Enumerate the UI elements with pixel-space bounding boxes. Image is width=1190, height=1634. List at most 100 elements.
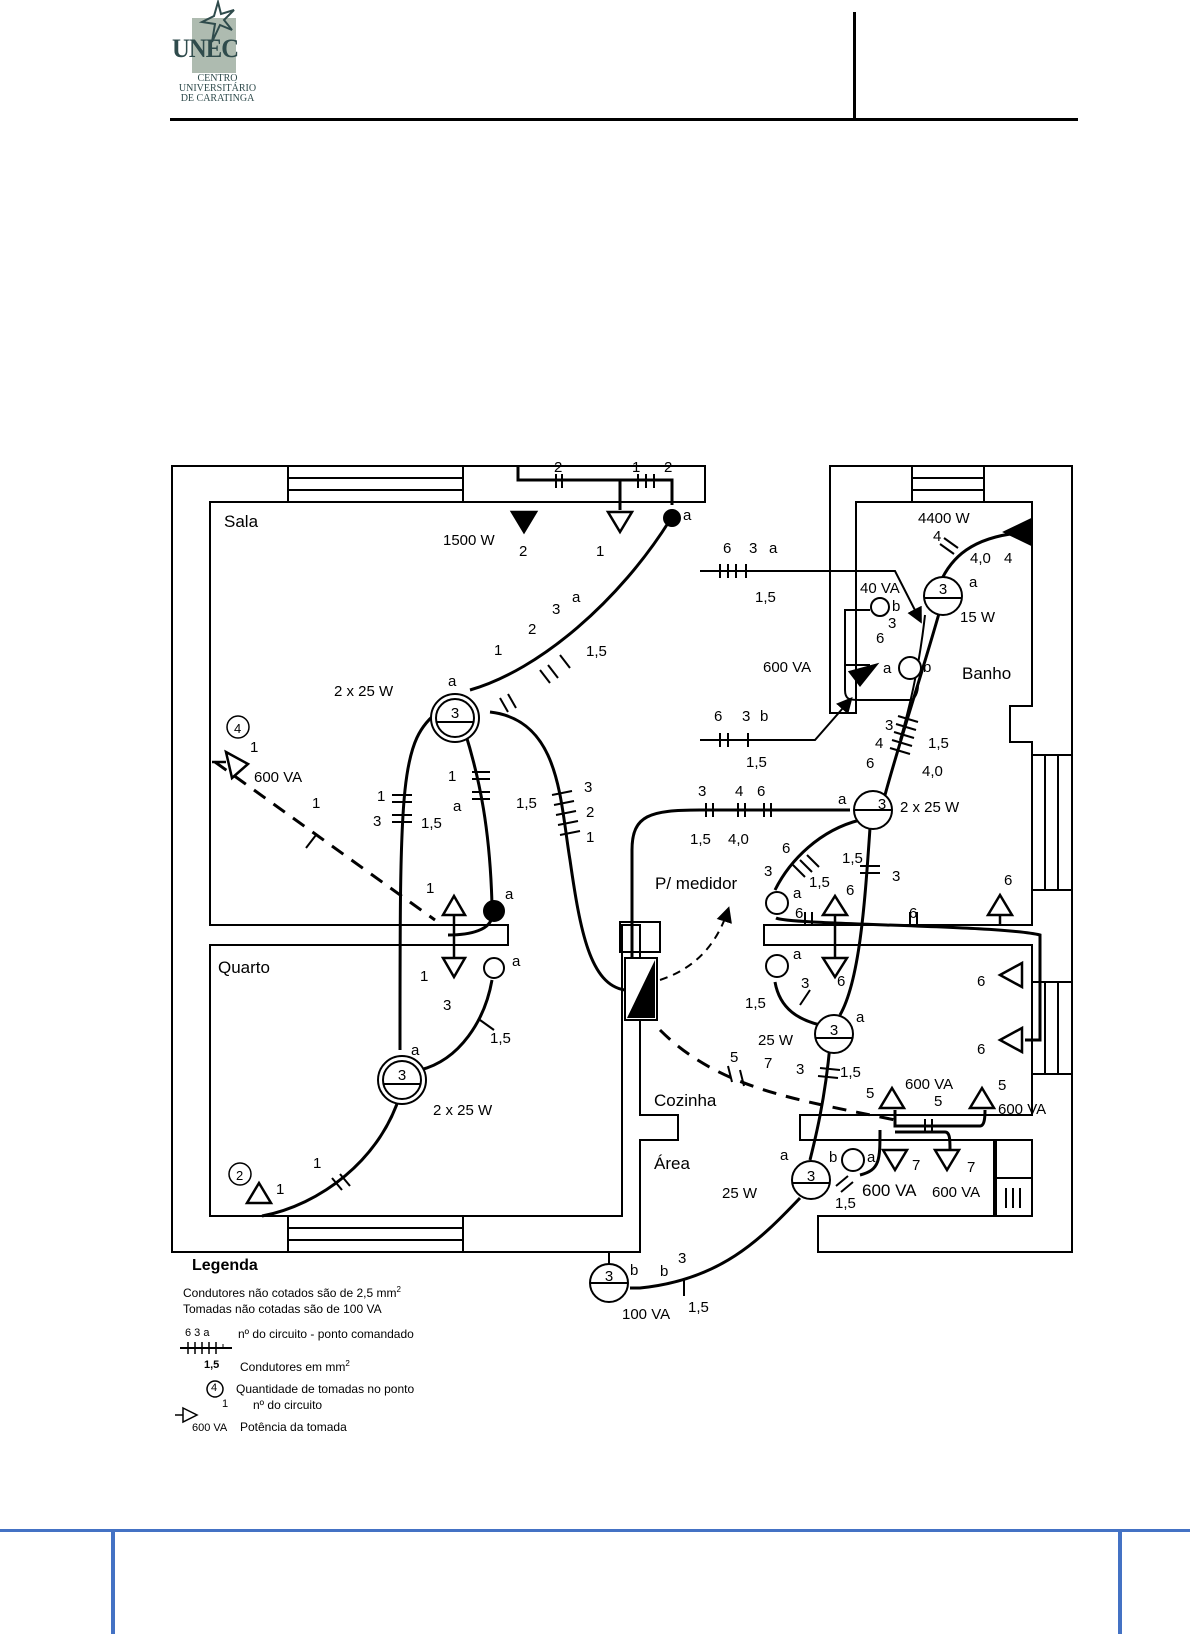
outlet-cozinha-side-2 (997, 1025, 1024, 1055)
outlet-stems (212, 760, 1002, 958)
lamp-point: a (780, 1147, 789, 1164)
lamp-point: a (448, 673, 457, 690)
outlet-circuit: 1 (596, 543, 604, 560)
window-right-1 (1031, 754, 1073, 891)
run-label: 1 (312, 795, 320, 812)
tick (727, 1065, 733, 1083)
room-label-area: Área (654, 1154, 690, 1173)
legend-superscript: 2 (396, 1285, 401, 1294)
legend-outlet-icon (175, 1406, 199, 1424)
dashed-wire (658, 1028, 896, 1122)
wire (773, 981, 821, 1027)
outlet-sala-top (605, 510, 635, 535)
outlet-power: 600 VA (254, 769, 302, 786)
switches (483, 509, 922, 1172)
switch-point: a (793, 885, 802, 902)
switch-power: 40 VA (860, 580, 900, 597)
footer-rule (0, 1529, 1190, 1532)
wall-outline-left (171, 465, 706, 1253)
wire (516, 466, 674, 505)
run-label: 1 (448, 768, 456, 785)
lamp-power: 25 W (722, 1185, 758, 1202)
room-labels: Sala Quarto Banho Cozinha Área P/ medido… (218, 512, 1011, 1173)
switch-point: a (867, 1149, 876, 1166)
run-label: 1 (313, 1155, 321, 1172)
window-quarto (287, 1215, 464, 1253)
run-section: 1,5 (809, 874, 830, 891)
tick (799, 859, 813, 873)
outlet-sala-wall (224, 749, 251, 781)
lamp-cozinha (853, 790, 893, 830)
run-label: 1 (494, 642, 502, 659)
logo-subtitle-line: UNIVERSITÁRIO (178, 83, 257, 94)
run-label: 1 (377, 788, 385, 805)
heater-power: 1500 W (443, 532, 496, 549)
callout-point: a (769, 540, 778, 557)
wire (838, 827, 872, 1016)
run-label: 3 (373, 813, 381, 830)
tick (799, 989, 811, 1006)
switch-point: a (883, 660, 892, 677)
lamp-circuit: 3 (807, 1168, 815, 1185)
room-label-cozinha: Cozinha (654, 1091, 717, 1110)
run-label: a (572, 589, 581, 606)
qty-circle (226, 715, 250, 739)
outlet-cozinha-wall (985, 892, 1015, 917)
run-label: 2 (554, 459, 562, 476)
logo-subtitle-line: DE CARATINGA (180, 93, 255, 104)
tick (891, 739, 913, 747)
outlet-power: 600 VA (905, 1076, 953, 1093)
legend-conductor-symbol (180, 1342, 232, 1354)
run-label: 1 (632, 459, 640, 476)
wire (775, 916, 1042, 1042)
switch-point: b (923, 659, 931, 676)
outlet-power: 600 VA (998, 1101, 1046, 1118)
logo-subtitle: CENTRO UNIVERSITÁRIO DE CARATINGA (170, 74, 265, 104)
tick (331, 1177, 343, 1191)
legend-qty-circle-icon (206, 1380, 224, 1398)
run-label: 2 (528, 621, 536, 638)
legend-section-desc: Condutores em mm2 (240, 1359, 350, 1374)
meter-label: P/ medidor (655, 874, 738, 893)
outlet-counter-2 (967, 1085, 997, 1110)
tick (547, 664, 559, 679)
run-label: 7 (764, 1055, 772, 1072)
callout-circuit: 6 (723, 540, 731, 557)
shower-circuit: 4 (1004, 550, 1012, 567)
run-label: 3 (584, 779, 592, 796)
wire (630, 808, 850, 958)
shower-circuit: 4 (933, 528, 941, 545)
run-label: 3 (885, 717, 893, 734)
callout-section: 1,5 (746, 754, 767, 771)
walls (171, 465, 1073, 1253)
wire (883, 609, 942, 796)
lamp-power: 25 W (758, 1032, 794, 1049)
run-label: 3 (552, 601, 560, 618)
outlet-circuit: 6 (837, 973, 845, 990)
lamp-circuit: 3 (878, 796, 886, 813)
lamp-point: a (856, 1009, 865, 1026)
tick (835, 1175, 849, 1187)
tick (939, 543, 955, 555)
outlet-qty: 4 (234, 721, 241, 736)
switch-point: a (793, 946, 802, 963)
run-label: 3 (801, 975, 809, 992)
legend-superscript: 2 (345, 1359, 350, 1368)
dashed-wire (214, 760, 436, 922)
wire (261, 1094, 402, 1218)
tick (499, 697, 509, 713)
outlet-qty: 2 (236, 1168, 243, 1183)
lamp-power: 2 x 25 W (433, 1102, 493, 1119)
tick (897, 715, 919, 723)
outlet-banho (847, 662, 880, 688)
meter-arrow (659, 906, 732, 981)
switch-area (841, 1148, 865, 1172)
lamp-circuit: 3 (398, 1067, 406, 1084)
switch-circuit: 3 (888, 615, 896, 632)
legend-sample-desc: nº do circuito - ponto comandado (238, 1327, 414, 1341)
wire (398, 708, 441, 1051)
tick (840, 1181, 854, 1193)
room-label-quarto: Quarto (218, 958, 270, 977)
room-label-sala: Sala (224, 512, 259, 531)
outlet-circuit: 7 (967, 1159, 975, 1176)
